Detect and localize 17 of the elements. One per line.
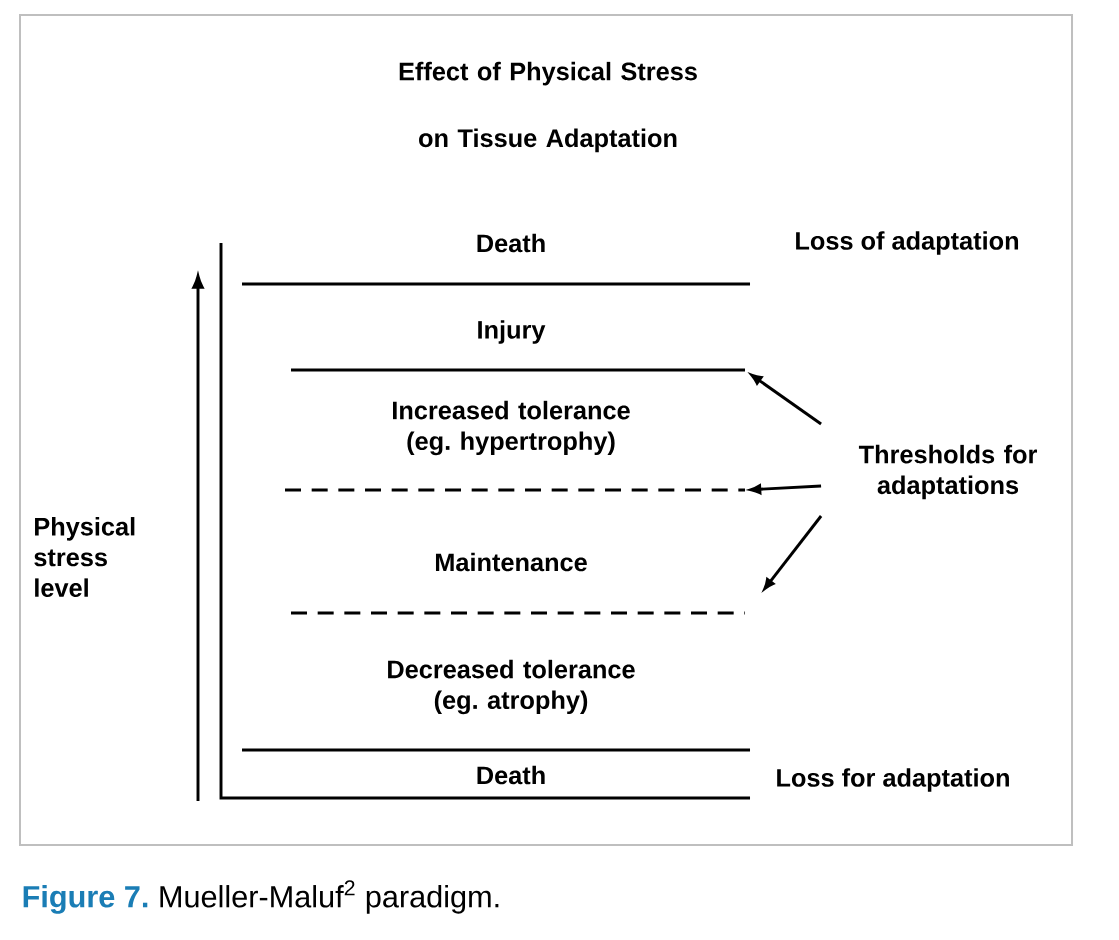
zone-label: Loss of adaptation (796, 231, 1019, 255)
zone-label: Death (477, 233, 545, 253)
zone-label: Injury (478, 320, 546, 344)
threshold-dashed-line (291, 611, 745, 615)
zone-label: Maintenance (436, 552, 587, 572)
threshold-line (291, 368, 745, 372)
zone-label: Physical stress level (34, 517, 135, 597)
callout-text: Thresholds for adaptations (858, 444, 1037, 500)
zone-label: Loss for adaptation (777, 768, 1009, 792)
zone-label: Increased tolerance (eg. hypertrophy) (393, 400, 630, 456)
zone-label: Decreased tolerance (eg. atrophy) (388, 659, 635, 715)
zone-label: Death (477, 765, 545, 785)
figure-caption: Figure 7. Mueller-Maluf$^{2}$ paradigm. (23, 880, 499, 914)
threshold-dashed-line (285, 488, 745, 492)
arrow (763, 515, 823, 590)
diagram-title: Effect of Physical Stress on Tissue Adaptation (399, 61, 697, 153)
arrow (750, 374, 822, 426)
